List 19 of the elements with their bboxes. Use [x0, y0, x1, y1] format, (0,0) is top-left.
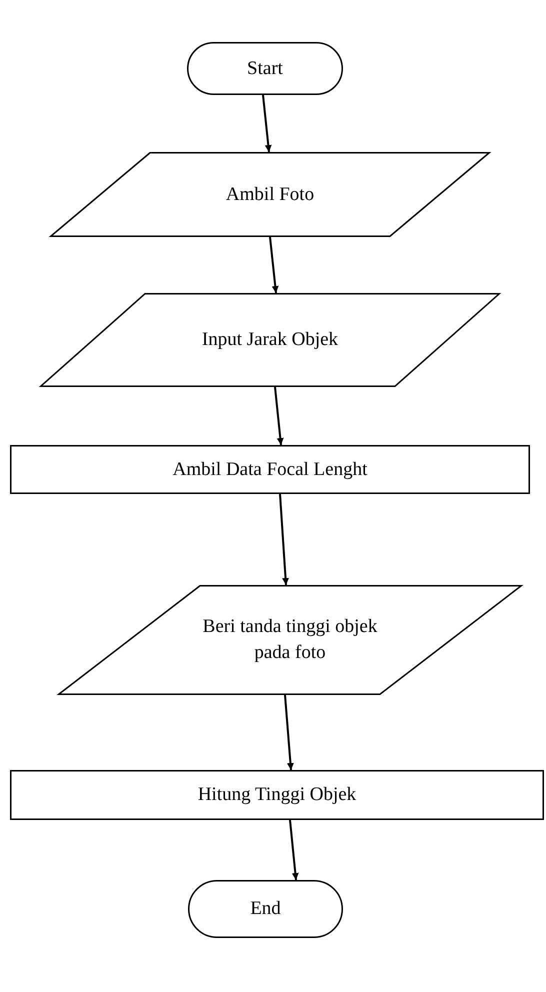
node-label: Start — [247, 56, 283, 81]
node-label: Hitung Tinggi Objek — [198, 783, 356, 808]
arrow — [274, 386, 284, 446]
node-label: End — [250, 897, 281, 922]
arrow — [269, 236, 279, 294]
arrow — [262, 94, 272, 152]
arrow — [279, 494, 290, 586]
process-box — [10, 770, 544, 820]
node-label: Input Jarak Objek — [202, 328, 338, 352]
node-label: Ambil Data Focal Lenght — [172, 458, 368, 482]
arrow — [284, 694, 294, 770]
parallelogram-shape — [50, 152, 490, 237]
node-label: Beri tanda tinggi objek pada foto — [202, 615, 378, 665]
parallelogram-shape — [58, 585, 522, 695]
parallelogram-shape — [40, 293, 500, 387]
arrow — [289, 820, 299, 880]
process-box — [10, 445, 530, 494]
node-label: Ambil Foto — [226, 182, 314, 207]
terminator-shape — [187, 42, 343, 95]
